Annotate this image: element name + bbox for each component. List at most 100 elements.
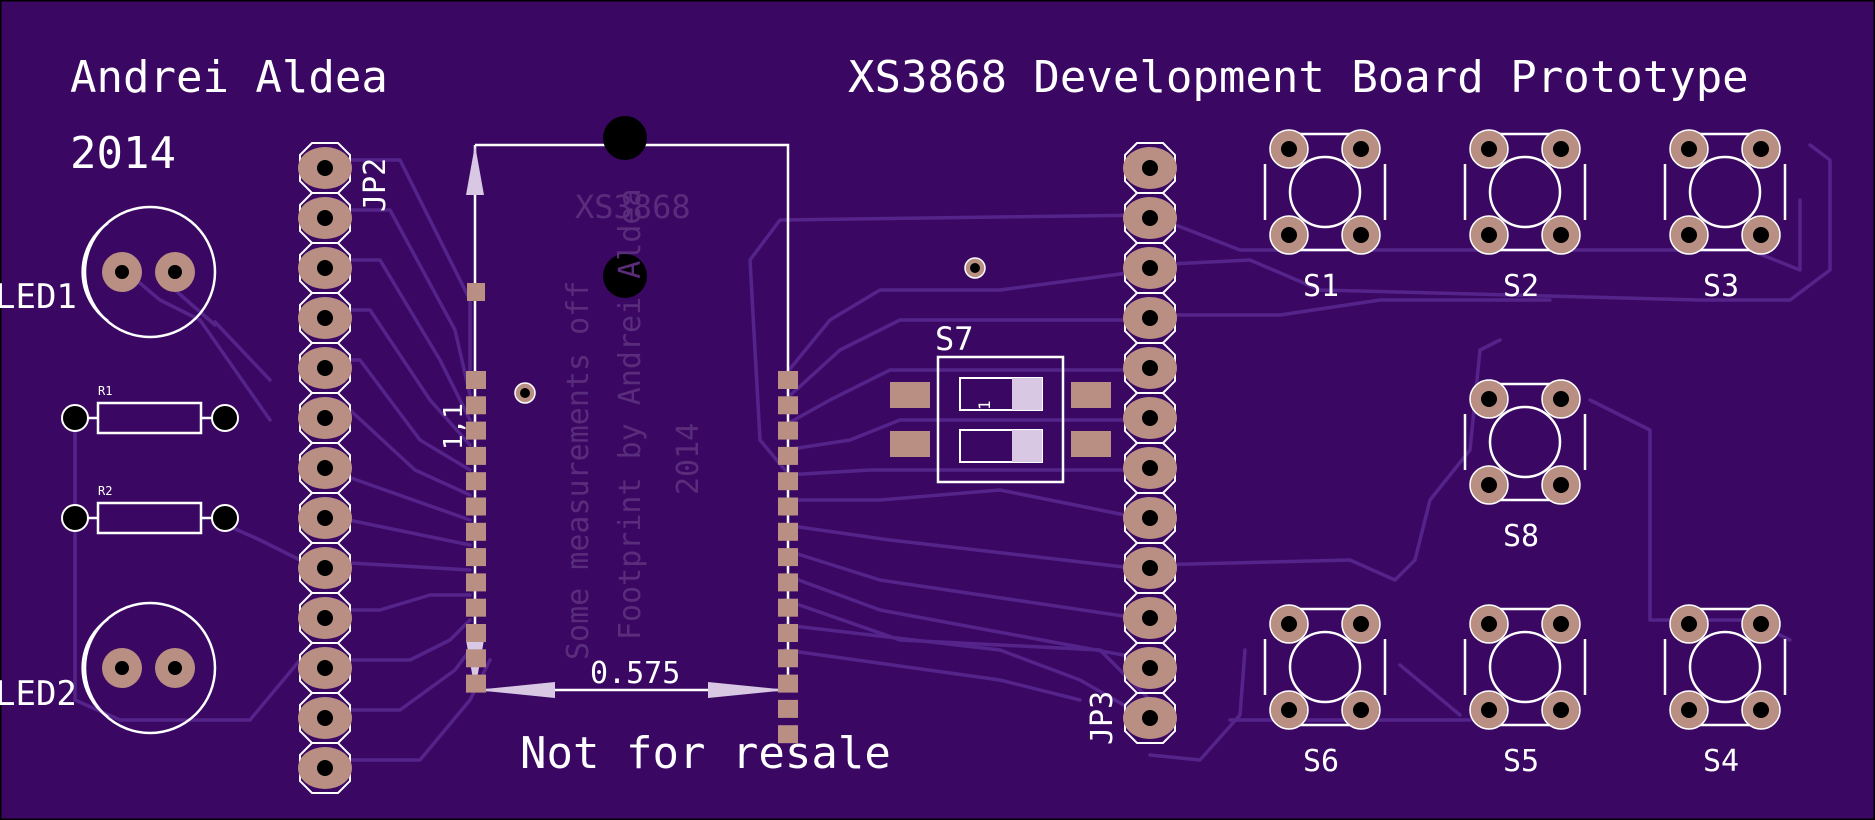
jp2-pin [298,192,352,244]
module-dimension-label: 0.575 [590,656,680,691]
jp2-pin [298,392,352,444]
s8-switch: S8 [1463,379,1587,554]
module-right-pad [778,371,798,389]
module-right-pad [778,446,798,465]
module-right-pad [778,497,798,516]
jp2-pin [298,342,352,394]
module-left-pad [466,598,486,617]
s5-label: S5 [1503,744,1539,779]
module-name-label: XS3868 [575,188,691,226]
s8-label: S8 [1503,519,1539,554]
module-right-pad [778,573,798,592]
s4-switch: S4 [1663,604,1787,779]
module-left-pad [466,624,486,642]
xs3868-module: 1,1 0.575 XS3868 Some measurements off F… [439,116,798,744]
jp3-pin [1123,242,1177,294]
jp2-pin [298,592,352,644]
s7-pad-3 [1071,382,1111,408]
r1-label: R1 [98,384,112,398]
jp3-pin [1123,192,1177,244]
module-right-pad [778,396,798,415]
module-right-pad [778,674,798,693]
module-note-2: Footprint by Andrei Aldea [613,188,648,640]
s4-label: S4 [1703,744,1739,779]
module-left-pad [466,421,486,440]
jp3-header: JP3 [1085,142,1177,745]
jp2-pin [298,242,352,294]
s6-switch: S6 [1263,604,1387,779]
module-right-pad [778,472,798,491]
r2-footprint: R2 [61,484,239,535]
jp3-pin [1123,642,1177,694]
module-right-pad [778,649,798,668]
jp2-pin [298,442,352,494]
s7-pad-4 [1071,431,1111,457]
r1-footprint: R1 [61,384,239,435]
module-left-pad [466,674,486,693]
s2-label: S2 [1503,269,1539,304]
board-title: XS3868 Development Board Prototype [848,52,1749,103]
jp3-pin [1123,142,1177,194]
s1-switch: S1 [1263,129,1387,304]
jp3-pin [1123,442,1177,494]
s7-dip-switch: 1 S7 [890,320,1111,484]
s3-switch: S3 [1663,129,1787,304]
s7-pad-2 [890,431,930,457]
module-note-3: 2014 [671,423,706,495]
s2-switch: S2 [1463,129,1587,304]
module-left-pad [466,573,486,592]
module-right-pad [778,421,798,440]
s1-label: S1 [1303,269,1339,304]
module-right-pad [778,522,798,541]
jp3-pin [1123,592,1177,644]
jp2-pin [298,642,352,694]
s7-label: S7 [935,320,974,358]
module-right-pad [778,598,798,617]
disclaimer-label: Not for resale [520,728,891,779]
module-right-pad [778,725,798,744]
s5-switch: S5 [1463,604,1587,779]
module-right-pad [778,548,798,567]
module-right-pad [778,699,798,718]
jp3-pin [1123,392,1177,444]
silkscreen-text: Andrei Aldea 2014 XS3868 Development Boa… [70,52,1749,779]
jp3-pin [1123,342,1177,394]
jp2-label: JP2 [358,158,393,212]
r2-label: R2 [98,484,112,498]
module-left-pad [466,497,486,516]
module-left-pad [466,649,486,668]
jp3-label: JP3 [1085,691,1120,745]
jp2-pin [298,742,352,794]
s6-label: S6 [1303,744,1339,779]
module-left-pad [466,472,486,491]
jp2-pin [298,142,352,194]
author-label: Andrei Aldea [70,52,388,103]
led2-label: LED2 [0,674,77,714]
s7-pad-1 [890,382,930,408]
s7-pin-label: 1 [975,400,994,410]
led2-footprint: LED2 [0,601,217,735]
jp3-pin [1123,492,1177,544]
module-right-pad [778,624,798,642]
module-note-1: Some measurements off [561,281,596,660]
led1-label: LED1 [0,277,77,317]
module-left-pad [466,522,486,541]
jp3-pin [1123,292,1177,344]
s3-label: S3 [1703,269,1739,304]
jp2-pin [298,692,352,744]
jp2-pin [298,292,352,344]
module-left-pad [466,396,486,415]
year-label: 2014 [70,128,176,179]
module-left-pad [466,446,486,465]
jp2-header: JP2 [298,142,393,794]
jp2-pin [298,492,352,544]
jp2-pin [298,542,352,594]
module-ref-label: 1,1 [439,403,469,450]
jp3-pin [1123,542,1177,594]
led1-footprint: LED1 [0,205,217,339]
module-left-pad [466,548,486,567]
jp3-pin [1123,692,1177,744]
module-left-pad [466,371,486,389]
